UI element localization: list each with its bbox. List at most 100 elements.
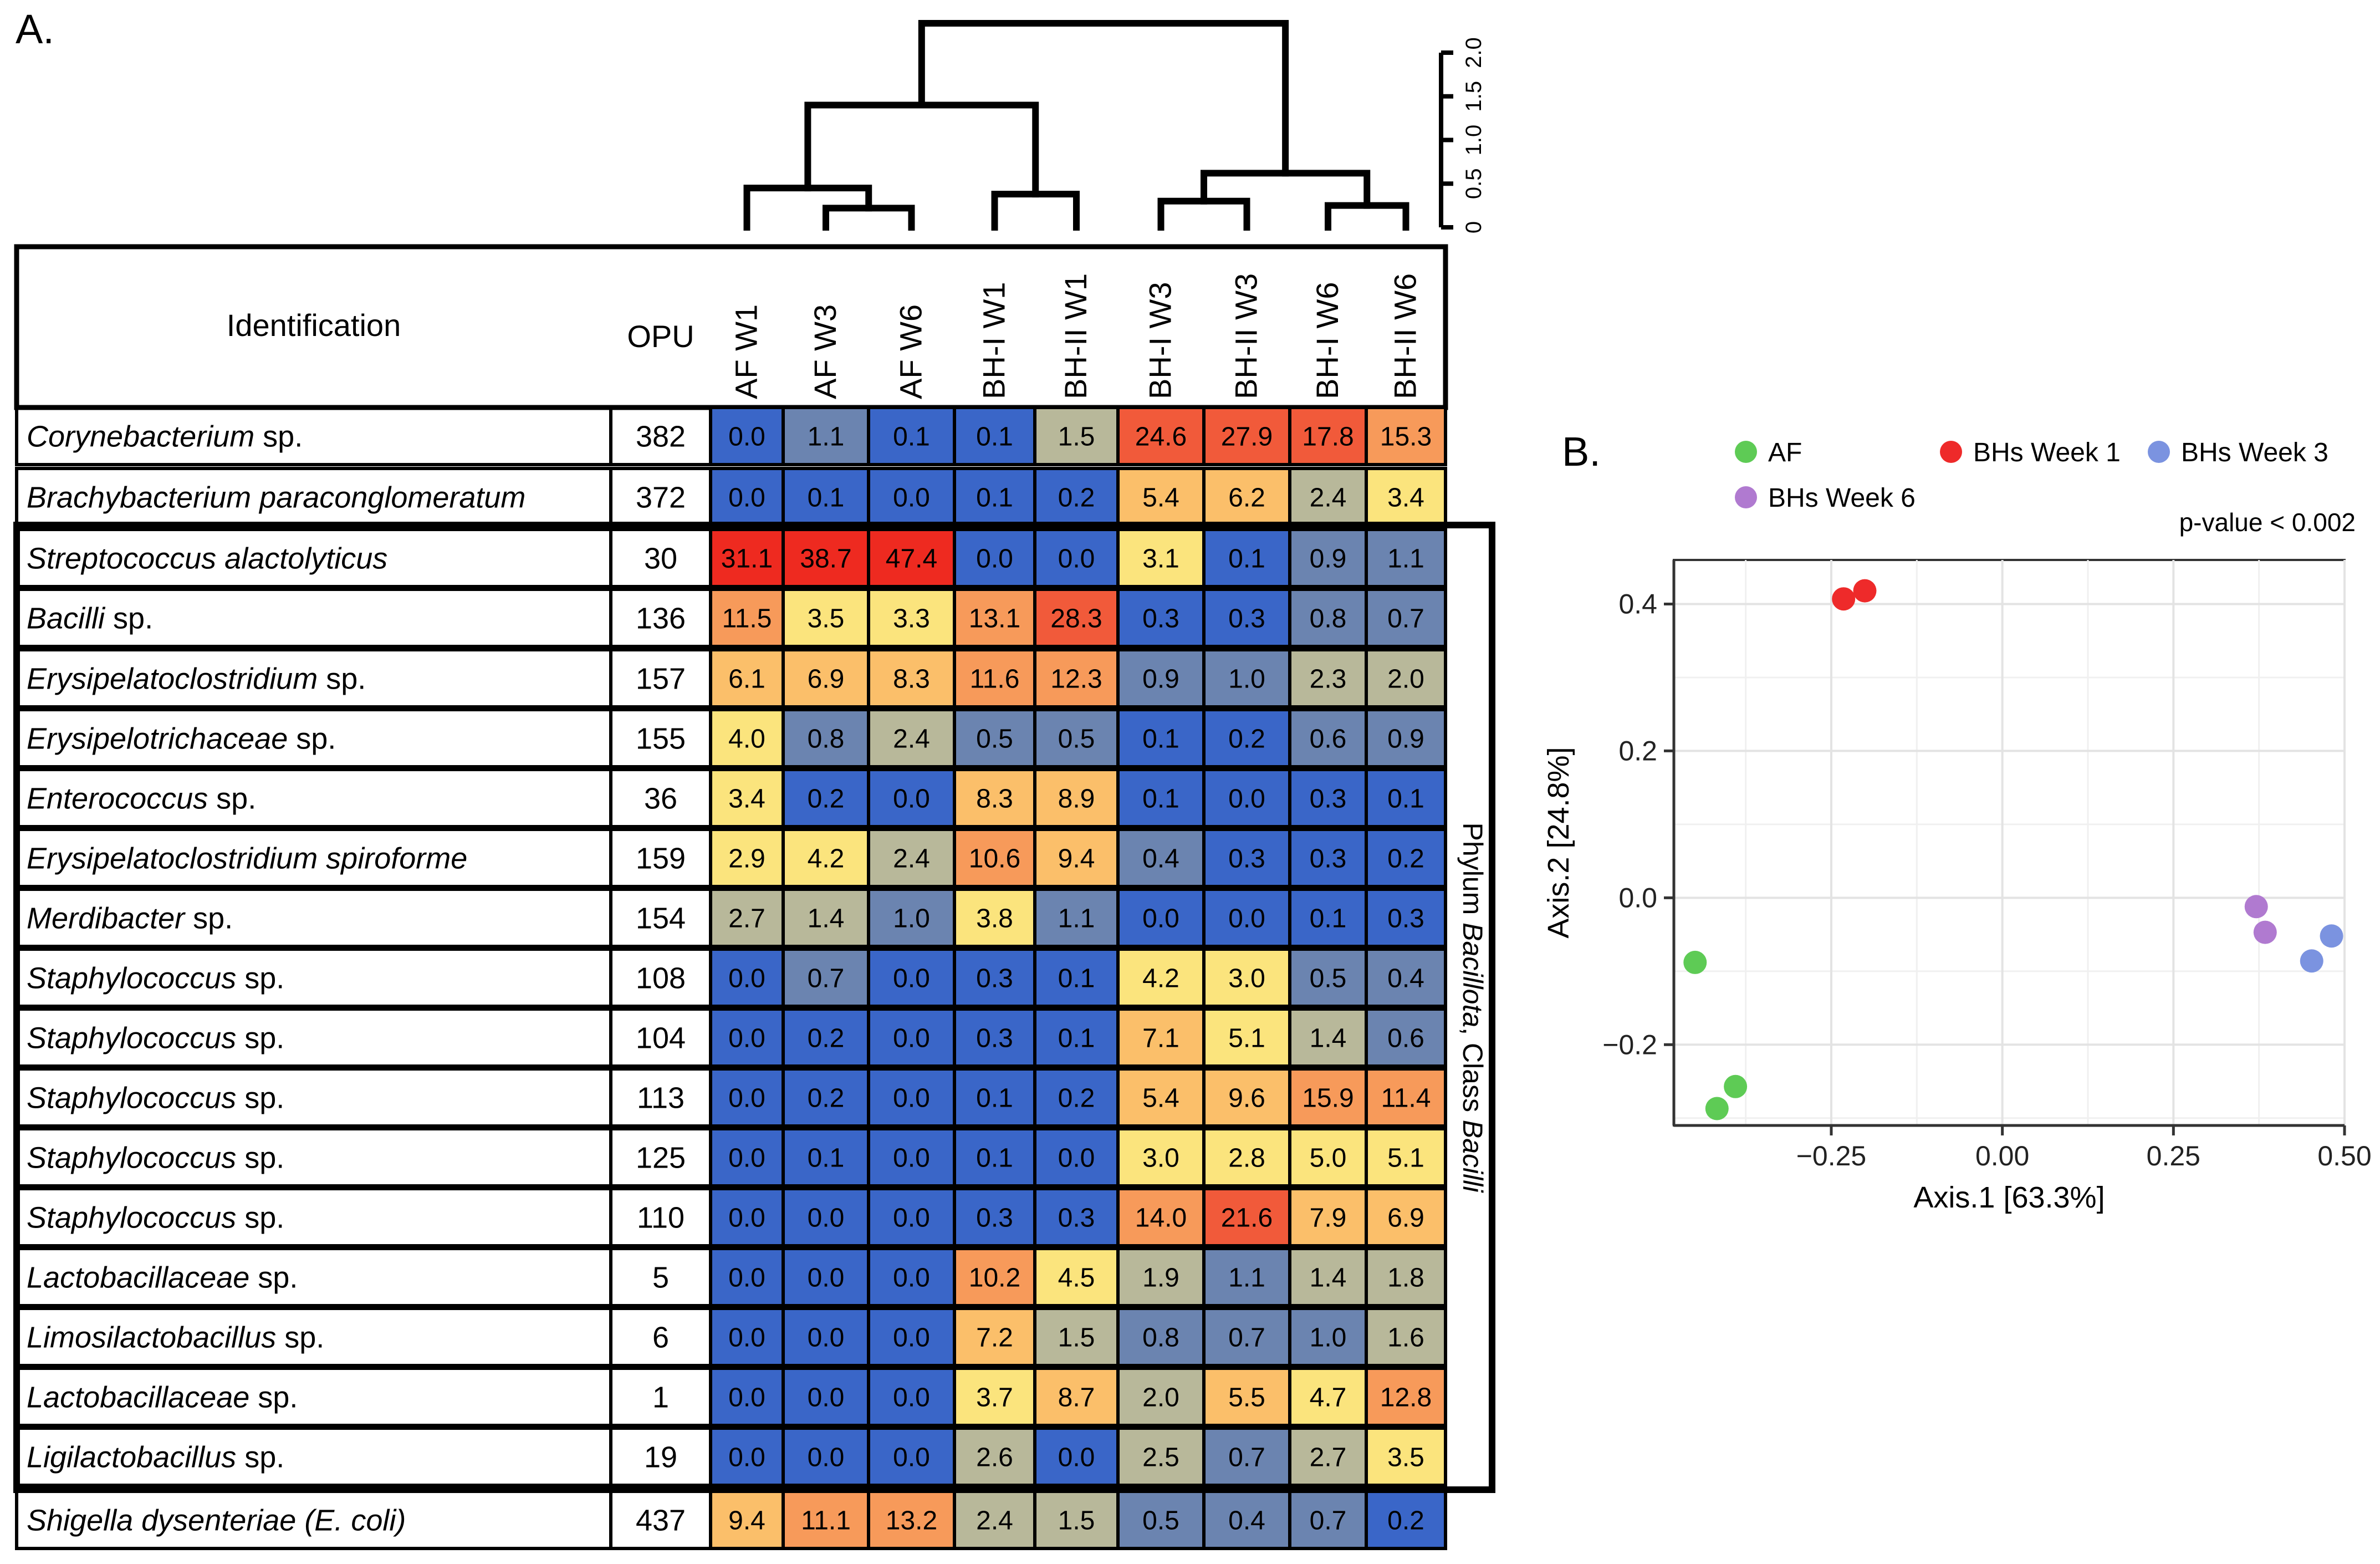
taxon-name: Lactobacillaceae sp.	[27, 1261, 298, 1295]
cell-value: 0.8	[808, 725, 845, 754]
cell-value: 10.6	[969, 844, 1020, 874]
taxon-name: Erysipelotrichaceae sp.	[27, 722, 336, 756]
cell-value: 0.3	[1228, 604, 1265, 634]
cell-value: 2.7	[1310, 1443, 1347, 1473]
cell-value: 1.5	[1058, 1506, 1095, 1536]
heatmap-cell	[953, 467, 1036, 527]
scatter-point	[1853, 579, 1877, 603]
opu-value: 6	[652, 1321, 669, 1354]
heatmap-cell	[1288, 1067, 1368, 1128]
cell-value: 2.8	[1228, 1144, 1265, 1173]
heatmap-cell	[953, 708, 1036, 768]
taxon-italic: Staphylococcus	[27, 1201, 236, 1235]
cell-value: 15.9	[1302, 1084, 1354, 1113]
cell-value: 5.1	[1228, 1024, 1265, 1053]
heatmap-cell	[1365, 1067, 1447, 1128]
dendrogram-scale-axis: 00.51.01.52.0	[1439, 37, 1486, 233]
dendrogram-scale-label: 1.5	[1462, 81, 1486, 112]
opu-value: 110	[637, 1201, 685, 1235]
heatmap-cell	[1365, 888, 1447, 948]
cell-value: 0.0	[893, 1323, 930, 1353]
scatter-point	[2320, 924, 2343, 948]
cell-value: 3.7	[976, 1383, 1013, 1413]
taxon-italic: Bacilli	[27, 602, 106, 635]
cell-value: 0.0	[893, 1264, 930, 1293]
cell-value: 1.1	[1387, 544, 1424, 574]
heatmap-cell	[1033, 828, 1120, 888]
cell-value: 5.1	[1387, 1144, 1424, 1173]
x-tick-label: 0.50	[2317, 1140, 2371, 1171]
opu-value: 159	[636, 842, 686, 875]
heatmap-cell	[709, 1307, 785, 1367]
heatmap-cell	[1202, 708, 1291, 768]
cell-value: 3.1	[1142, 544, 1179, 574]
opu-value: 113	[637, 1082, 685, 1115]
heatmap-cell	[709, 406, 785, 466]
heatmap-cell	[1288, 1307, 1368, 1367]
taxon-name: Erysipelatoclostridium spiroforme	[27, 842, 467, 875]
heatmap-cell	[1365, 648, 1447, 709]
heatmap-cell	[867, 888, 956, 948]
heatmap-cell	[1365, 1127, 1447, 1188]
dendrogram-scale-label: 0.5	[1462, 168, 1486, 199]
cell-value: 0.1	[976, 1144, 1013, 1173]
cell-value: 0.2	[1387, 844, 1424, 874]
taxon-name: Staphylococcus sp.	[27, 1082, 284, 1115]
heatmap-cell	[1116, 588, 1206, 648]
cell-value: 4.7	[1310, 1383, 1347, 1413]
cell-value: 1.4	[808, 904, 845, 934]
dendrogram-link	[804, 101, 1039, 198]
cell-value: 0.0	[893, 964, 930, 994]
cell-value: 0.5	[1142, 1506, 1179, 1536]
cell-value: 0.0	[976, 544, 1013, 574]
cell-value: 0.1	[1142, 784, 1179, 814]
taxon-italic: Lactobacillaceae	[27, 1261, 249, 1295]
cell-value: 0.8	[1142, 1323, 1179, 1353]
heatmap-cell	[1288, 1427, 1368, 1487]
heatmap-cell	[782, 768, 870, 828]
heatmap-cell	[1202, 888, 1291, 948]
scatter-point	[1705, 1097, 1729, 1120]
column-header: AF W3	[808, 304, 842, 399]
heatmap-cell	[709, 1007, 785, 1068]
cell-value: 7.1	[1142, 1024, 1179, 1053]
heatmap-cell	[1202, 1367, 1291, 1427]
cell-value: 1.0	[893, 904, 930, 934]
opu-value: 154	[636, 902, 686, 935]
heatmap-cell	[1365, 768, 1447, 828]
legend-marker	[1735, 486, 1757, 508]
heatmap-cell	[782, 1187, 870, 1247]
cell-value: 0.4	[1142, 844, 1179, 874]
cell-value: 4.2	[1142, 964, 1179, 994]
cell-value: 9.4	[1058, 844, 1095, 874]
opu-value: 19	[644, 1441, 677, 1474]
taxon-suffix: sp.	[236, 1022, 284, 1055]
cell-value: 13.1	[969, 604, 1020, 634]
heatmap-cell	[953, 406, 1036, 466]
cell-value: 0.0	[1058, 544, 1095, 574]
heatmap-cell	[1116, 708, 1206, 768]
heatmap-cell	[1116, 467, 1206, 527]
cell-value: 0.2	[1387, 1506, 1424, 1536]
heatmap-cell	[782, 528, 870, 588]
cell-value: 0.3	[1228, 844, 1265, 874]
cell-value: 11.5	[722, 604, 772, 634]
heatmap-cell	[953, 1067, 1036, 1128]
data-points	[1683, 579, 2343, 1120]
taxon-italic: Brachybacterium paraconglomeratum	[27, 481, 525, 514]
cell-value: 0.0	[728, 1084, 765, 1113]
dendrogram-link	[918, 20, 1289, 177]
heatmap-cell	[1202, 1127, 1291, 1188]
heatmap-cell	[953, 648, 1036, 709]
heatmap-cell	[953, 888, 1036, 948]
cell-value: 3.0	[1142, 1144, 1179, 1173]
cell-value: 1.5	[1058, 422, 1095, 452]
heatmap-cell	[1033, 406, 1120, 466]
taxon-suffix: sp.	[288, 722, 336, 756]
cell-value: 1.6	[1387, 1323, 1424, 1353]
